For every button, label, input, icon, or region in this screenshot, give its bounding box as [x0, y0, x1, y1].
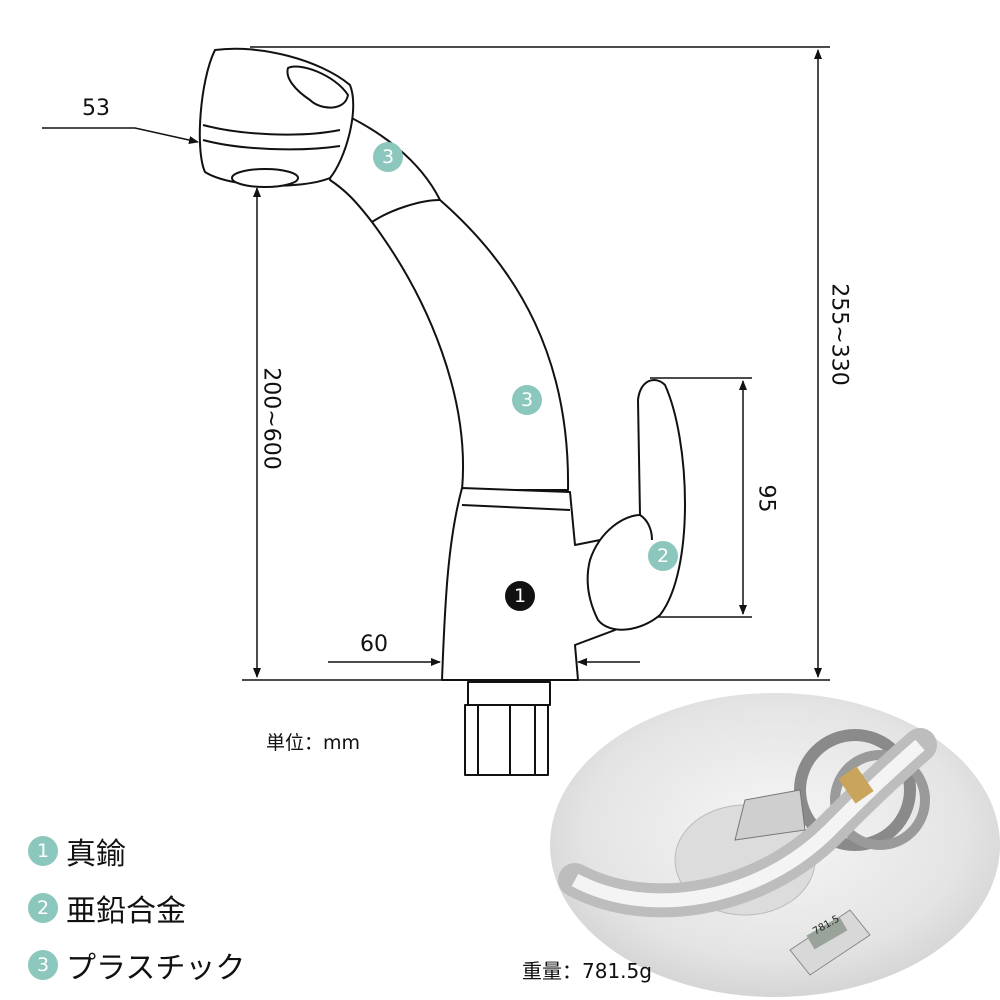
- callout-spout-head: 3: [373, 142, 403, 172]
- legend-number-badge: 3: [28, 950, 58, 980]
- callout-body: 1: [505, 581, 535, 611]
- legend-item: 1 真鍮: [28, 829, 126, 873]
- legend-material: 真鍮: [66, 837, 126, 872]
- handle: [586, 379, 686, 631]
- spout-neck: [329, 109, 570, 491]
- legend-material: プラスチック: [66, 951, 246, 986]
- body-width-label: 60: [360, 632, 388, 657]
- handle-height-label: 95: [753, 484, 779, 513]
- weight-label: 重量：781.5g: [522, 959, 652, 983]
- unit-label: 単位：mm: [266, 732, 361, 754]
- spout-width-leader: [42, 127, 199, 144]
- legend-item: 2 亜鉛合金: [28, 886, 186, 930]
- product-photo: [550, 693, 1000, 997]
- spout-head: [198, 47, 355, 187]
- legend-item: 3 プラスチック: [28, 943, 245, 987]
- callout-handle: 2: [648, 541, 678, 571]
- legend-number-badge: 1: [28, 836, 58, 866]
- legend-material: 亜鉛合金: [66, 894, 186, 929]
- spout-height-label: 200~600: [258, 367, 284, 470]
- total-height-label: 255~330: [826, 283, 852, 386]
- callout-spout-neck: 3: [512, 385, 542, 415]
- legend-number-badge: 2: [28, 893, 58, 923]
- spout-width-label: 53: [82, 96, 110, 121]
